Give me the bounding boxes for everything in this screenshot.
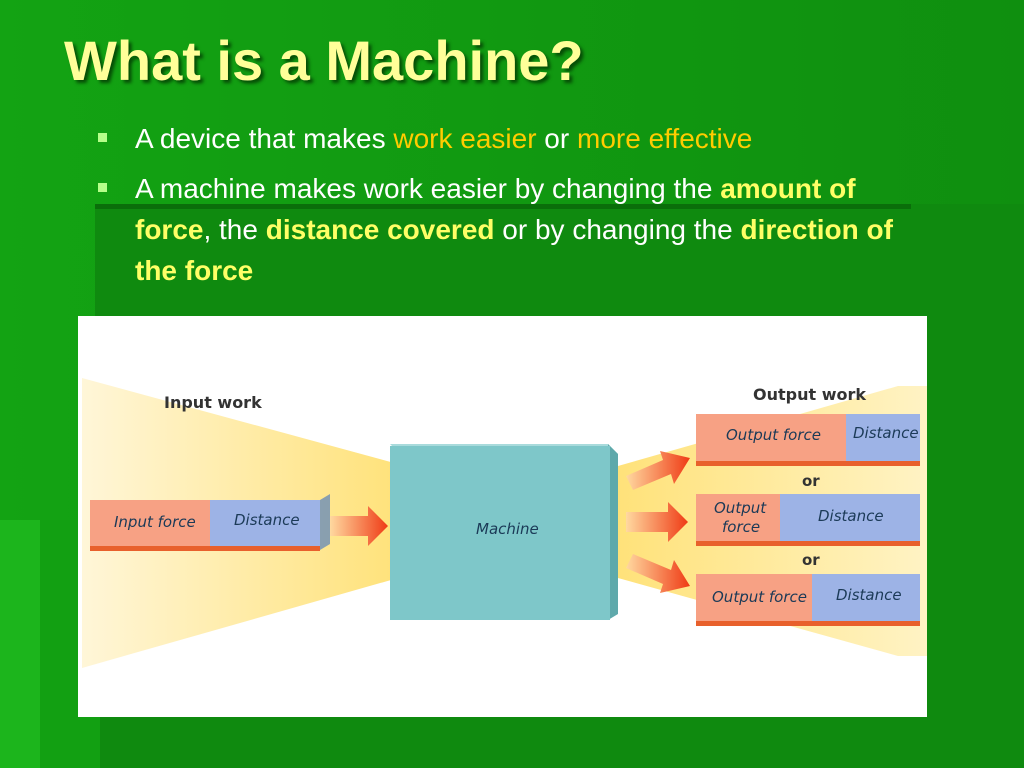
bullet-text: , the — [203, 214, 266, 245]
output-force-bar — [696, 494, 780, 544]
output-force-label: Output force — [712, 588, 807, 606]
output-arrow-up-icon — [626, 451, 690, 490]
input-arrow-icon — [330, 506, 388, 546]
output-distance-label: Distance — [818, 507, 884, 525]
output-work-heading: Output work — [753, 385, 866, 404]
or-label: or — [802, 472, 820, 490]
bullet-item: A machine makes work easier by changing … — [96, 168, 896, 291]
machine-box-side — [608, 444, 618, 620]
diagram-canvas: Input work Output work Input force Dista… — [82, 378, 927, 668]
machine-box — [390, 446, 610, 620]
highlight-text: amount of force — [135, 173, 856, 245]
machine-diagram: Input work Output work Input force Dista… — [78, 316, 927, 717]
input-distance-bar — [210, 500, 320, 550]
highlight-text: work easier — [393, 123, 537, 154]
bullet-text: A device that makes — [135, 123, 394, 154]
bullet-square-icon — [98, 183, 107, 192]
or-label: or — [802, 551, 820, 569]
output-arrow-down-icon — [626, 554, 690, 593]
bullet-text: or — [536, 123, 577, 154]
output-force-label: Output — [714, 499, 767, 517]
background-stripe — [0, 520, 40, 768]
bullet-text: or by changing the — [494, 214, 741, 245]
output-bar-underline — [696, 461, 920, 466]
bullet-square-icon — [98, 133, 107, 142]
bullet-text: A machine makes work easier by changing … — [135, 173, 721, 204]
output-arrow-right-icon — [626, 502, 688, 542]
output-bar-underline — [696, 621, 920, 626]
input-force-bar — [90, 500, 210, 550]
output-force-label: force — [722, 518, 760, 536]
output-distance-label: Distance — [853, 424, 919, 442]
output-force-label: Output force — [726, 426, 821, 444]
divider — [95, 204, 911, 209]
highlight-text: direction of the force — [135, 214, 893, 286]
input-distance-label: Distance — [234, 511, 300, 529]
output-force-bar — [696, 414, 846, 464]
input-bar-underline — [90, 546, 320, 551]
output-bar-underline — [696, 541, 920, 546]
slide-title: What is a Machine? — [64, 29, 584, 92]
input-force-label: Input force — [114, 513, 196, 531]
bullet-item: A device that makes work easier or more … — [96, 118, 896, 159]
highlight-text: more effective — [577, 123, 753, 154]
input-work-heading: Input work — [164, 393, 262, 412]
output-distance-bar — [780, 494, 920, 544]
output-distance-bar — [846, 414, 920, 464]
output-force-bar — [696, 574, 812, 624]
bullet-list: A device that makes work easier or more … — [96, 118, 896, 300]
output-distance-bar — [812, 574, 920, 624]
machine-label: Machine — [476, 520, 539, 538]
highlight-text: distance covered — [265, 214, 495, 245]
output-distance-label: Distance — [836, 586, 902, 604]
